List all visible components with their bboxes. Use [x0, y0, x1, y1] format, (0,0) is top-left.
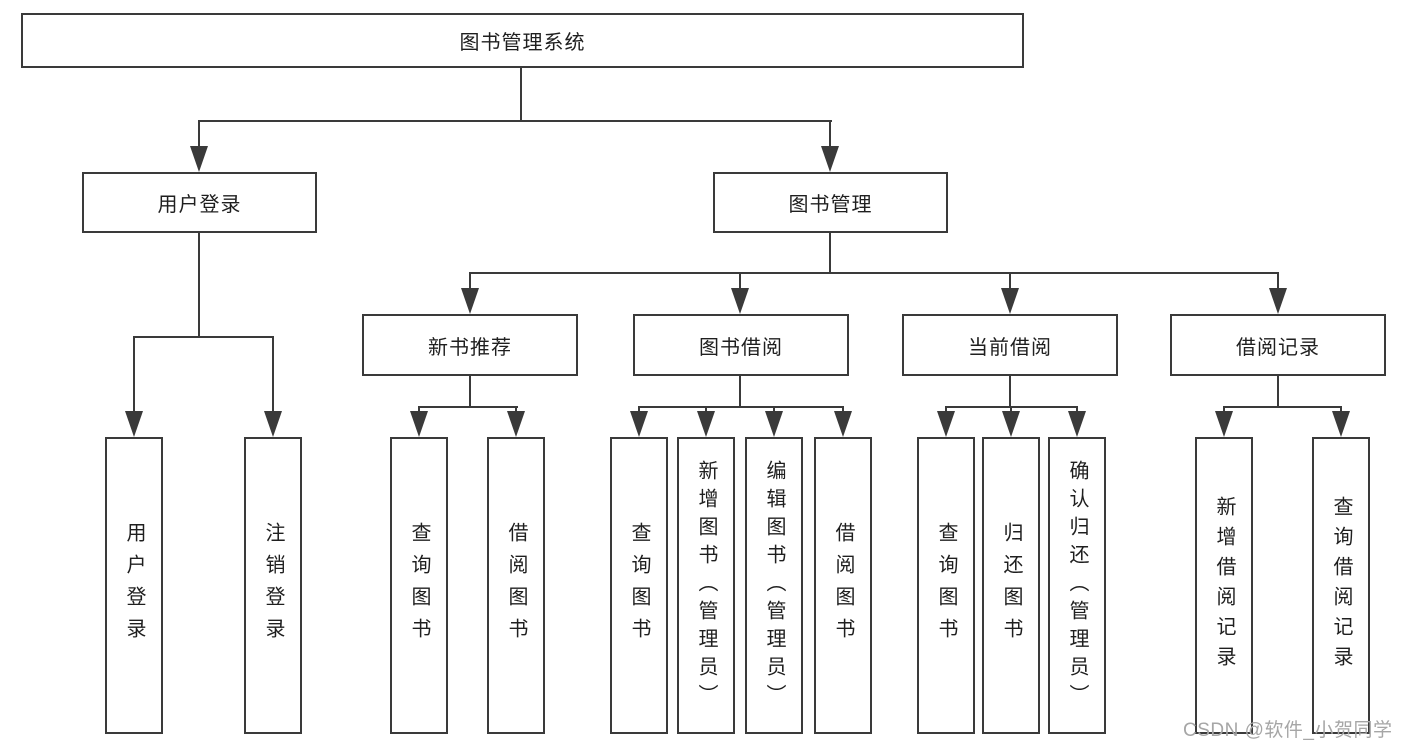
connector-shaft	[638, 406, 640, 413]
connector-userlogin-vertical	[198, 233, 200, 336]
connector-shaft	[418, 406, 420, 413]
leaf-current-confirm-admin-label: 确认归还（管理员）	[1066, 459, 1088, 712]
leaf-current-query-label: 查询图书	[935, 521, 957, 650]
connector-shaft	[1223, 406, 1225, 413]
connector-shaft	[1340, 406, 1342, 413]
leaf-records-query: 查询借阅记录	[1312, 437, 1370, 734]
node-book-management-label: 图书管理	[788, 194, 873, 216]
leaf-current-return: 归还图书	[982, 437, 1040, 734]
leaf-borrow-query: 查询图书	[610, 437, 668, 734]
connector-group-horizontal	[418, 406, 518, 408]
arrow-down-icon	[1332, 411, 1350, 437]
connector-level3-horizontal	[469, 272, 1279, 274]
node-root-label: 图书管理系统	[459, 32, 586, 54]
arrow-down-icon	[461, 288, 479, 314]
csdn-watermark: CSDN @软件_小贺同学	[1183, 720, 1393, 741]
connector-shaft	[1277, 272, 1279, 288]
node-book-management: 图书管理	[713, 172, 948, 233]
leaf-borrow-add-admin-label: 新增图书（管理员）	[695, 459, 717, 712]
leaf-current-return-label: 归还图书	[1000, 521, 1022, 650]
connector-group-vertical	[1009, 376, 1011, 408]
connector-shaft	[829, 120, 831, 148]
leaf-records-add: 新增借阅记录	[1195, 437, 1253, 734]
connector-shaft	[1076, 406, 1078, 413]
arrow-down-icon	[834, 411, 852, 437]
leaf-borrow-query-label: 查询图书	[628, 521, 650, 650]
connector-level2-horizontal	[198, 120, 832, 122]
arrow-down-icon	[190, 146, 208, 172]
leaf-borrow-edit-admin: 编辑图书（管理员）	[745, 437, 803, 734]
leaf-newbooks-borrow-label: 借阅图书	[505, 521, 527, 650]
connector-userlogin-horizontal	[133, 336, 274, 338]
leaf-logout: 注销登录	[244, 437, 302, 734]
connector-shaft	[198, 120, 200, 148]
node-book-borrow: 图书借阅	[633, 314, 849, 376]
arrow-down-icon	[125, 411, 143, 437]
arrow-down-icon	[410, 411, 428, 437]
connector-group-vertical	[469, 376, 471, 408]
arrow-down-icon	[1002, 411, 1020, 437]
connector-shaft	[469, 272, 471, 288]
connector-shaft	[773, 406, 775, 413]
arrow-down-icon	[821, 146, 839, 172]
node-current-borrow-label: 当前借阅	[968, 336, 1052, 359]
node-new-book-recommend: 新书推荐	[362, 314, 578, 376]
connector-group-horizontal	[1223, 406, 1342, 408]
node-user-login: 用户登录	[82, 172, 317, 233]
connector-shaft	[1010, 406, 1012, 413]
arrow-down-icon	[507, 411, 525, 437]
node-borrow-records-label: 借阅记录	[1236, 336, 1320, 359]
leaf-borrow-borrow: 借阅图书	[814, 437, 872, 734]
connector-group-vertical	[739, 376, 741, 408]
connector-shaft	[945, 406, 947, 413]
connector-group-horizontal	[638, 406, 844, 408]
arrow-down-icon	[1215, 411, 1233, 437]
arrow-down-icon	[1269, 288, 1287, 314]
arrow-down-icon	[1068, 411, 1086, 437]
connector-bookmgmt-vertical	[829, 233, 831, 274]
connector-shaft	[705, 406, 707, 413]
leaf-user-login-label: 用户登录	[123, 521, 145, 650]
connector-shaft	[1009, 272, 1011, 288]
leaf-newbooks-borrow: 借阅图书	[487, 437, 545, 734]
node-new-book-recommend-label: 新书推荐	[428, 336, 512, 359]
arrow-down-icon	[697, 411, 715, 437]
leaf-borrow-borrow-label: 借阅图书	[832, 521, 854, 650]
connector-shaft	[739, 272, 741, 288]
node-book-borrow-label: 图书借阅	[699, 336, 783, 359]
arrow-down-icon	[765, 411, 783, 437]
leaf-newbooks-query: 查询图书	[390, 437, 448, 734]
connector-group-vertical	[1277, 376, 1279, 408]
leaf-borrow-edit-admin-label: 编辑图书（管理员）	[763, 459, 785, 712]
arrow-down-icon	[937, 411, 955, 437]
leaf-logout-label: 注销登录	[262, 521, 284, 650]
arrow-down-icon	[731, 288, 749, 314]
connector-root-vertical	[520, 68, 522, 122]
leaf-records-query-label: 查询借阅记录	[1330, 495, 1352, 676]
leaf-records-add-label: 新增借阅记录	[1213, 495, 1235, 676]
arrow-down-icon	[264, 411, 282, 437]
leaf-newbooks-query-label: 查询图书	[408, 521, 430, 650]
node-borrow-records: 借阅记录	[1170, 314, 1386, 376]
connector-shaft	[272, 336, 274, 411]
arrow-down-icon	[1001, 288, 1019, 314]
arrow-down-icon	[630, 411, 648, 437]
connector-shaft	[842, 406, 844, 413]
node-current-borrow: 当前借阅	[902, 314, 1118, 376]
connector-shaft	[515, 406, 517, 413]
leaf-user-login: 用户登录	[105, 437, 163, 734]
leaf-current-confirm-admin: 确认归还（管理员）	[1048, 437, 1106, 734]
leaf-borrow-add-admin: 新增图书（管理员）	[677, 437, 735, 734]
node-user-login-label: 用户登录	[157, 194, 242, 216]
node-root: 图书管理系统	[21, 13, 1024, 68]
connector-shaft	[133, 336, 135, 411]
leaf-current-query: 查询图书	[917, 437, 975, 734]
